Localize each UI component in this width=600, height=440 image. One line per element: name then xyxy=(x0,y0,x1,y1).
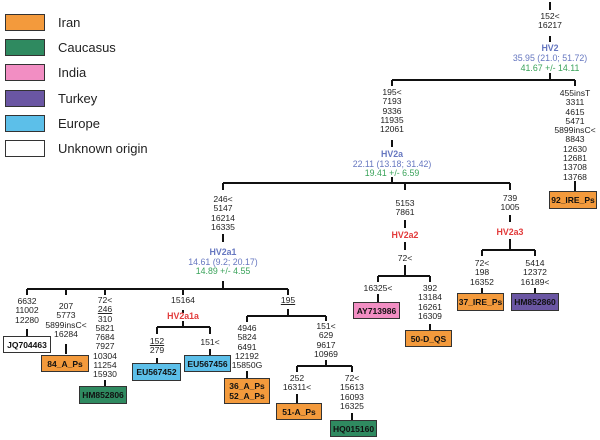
hm860-mutations: 5414 12372 16189< xyxy=(520,258,550,287)
hv2a1-mutations: 246< 5147 16214 16335 xyxy=(211,194,235,232)
legend-item-india: India xyxy=(5,64,86,81)
sample-jq704463: JQ704463 xyxy=(3,336,51,353)
node-hv2a-name: HV2a xyxy=(380,149,404,159)
node-hv2a1a-name: HV2a1a xyxy=(167,311,199,321)
hv2a2-sub-mutations: 72< xyxy=(397,253,413,263)
a51-mutations: 252 16311< xyxy=(282,373,312,393)
sample-50-d-qs: 50-D_QS xyxy=(405,330,452,347)
sub195-mutations: 195 xyxy=(280,295,296,305)
legend-item-turkey: Turkey xyxy=(5,90,97,107)
mutation: 279 xyxy=(149,345,165,356)
node-hv2a-age: 22.11 (13.18; 31.42) xyxy=(352,159,432,169)
d50-mutations: 392 13184 16261 16309 xyxy=(418,283,442,321)
hv2a-mutations: 195< 7193 9336 11935 12061 xyxy=(380,87,404,135)
legend-swatch xyxy=(5,115,45,132)
sample-eu567452: EU567452 xyxy=(132,363,181,381)
legend-label: India xyxy=(58,65,87,80)
node-hv2a1-age: 14.61 (9.2; 20.17) xyxy=(188,257,258,267)
node-hv2a-rho: 19.41 +/- 6.59 xyxy=(364,168,420,178)
sample-eu567456: EU567456 xyxy=(184,355,231,372)
a36-mutations: 4946 5824 6491 12192 15850G xyxy=(231,323,263,371)
node-hv2-age: 35.95 (21.0; 51.72) xyxy=(512,53,588,63)
sample-36-52-a-ps: 36_A_Ps 52_A_Ps xyxy=(224,378,270,404)
legend-swatch xyxy=(5,140,45,157)
mutation: 310 5821 7684 7927 10304 11254 15930 xyxy=(93,313,117,380)
node-hv2a1-name: HV2a1 xyxy=(209,247,237,257)
node-hv2a1-rho: 14.89 +/- 4.55 xyxy=(195,266,251,276)
ire37-mutations: 72< 198 16352 xyxy=(470,258,494,287)
jq-mutations: 6632 11002 12280 xyxy=(15,296,39,325)
mutation-underlined: 246 xyxy=(97,304,113,315)
legend-item-iran: Iran xyxy=(5,14,80,31)
sample-37-ire-ps: 37_IRE_Ps xyxy=(457,293,504,311)
legend-swatch xyxy=(5,39,45,56)
node-hv2a2-name: HV2a2 xyxy=(391,230,419,240)
eu456-mutations: 151< xyxy=(200,337,220,347)
sub151-mutations: 151< 629 9617 10969 xyxy=(314,321,338,359)
sample-hm852806: HM852806 xyxy=(79,386,127,404)
legend-item-unknown: Unknown origin xyxy=(5,140,148,157)
a84-mutations: 207 5773 5899insC< 16284 xyxy=(45,301,87,339)
mutation: 72< xyxy=(97,295,113,305)
hv2a3-mutations: 739 1005 xyxy=(500,193,520,213)
mutation-underlined: 152 xyxy=(149,336,165,346)
sample-84-a-ps: 84_A_Ps xyxy=(41,355,89,372)
sample-ay713986: AY713986 xyxy=(353,302,400,319)
node-hv2-rho: 41.67 +/- 14.11 xyxy=(520,63,580,73)
legend-label: Iran xyxy=(58,15,81,30)
hv2a2-mutations: 5153 7861 xyxy=(395,198,415,218)
hv2a1a-mutations: 15164 xyxy=(171,295,195,305)
hq-mutations: 72< 15613 16093 16325 xyxy=(340,373,364,411)
sample-92-ire-ps: 92_IRE_Ps xyxy=(549,191,597,209)
node-hv2a3-name: HV2a3 xyxy=(496,227,524,237)
ay-mutations: 16325< xyxy=(363,283,393,293)
legend-label: Unknown origin xyxy=(58,141,148,156)
legend-label: Europe xyxy=(58,116,100,131)
node-hv2-name: HV2 xyxy=(541,43,559,53)
legend-label: Turkey xyxy=(58,91,98,106)
legend-swatch xyxy=(5,14,45,31)
sample-51-a-ps: 51-A_Ps xyxy=(276,403,322,420)
sample-hq015160: HQ015160 xyxy=(330,420,377,437)
sample-hm852860: HM852860 xyxy=(511,293,559,311)
legend-label: Caucasus xyxy=(58,40,116,55)
legend-item-caucasus: Caucasus xyxy=(5,39,116,56)
ire92-mutations: 455insT 3311 4615 5471 5899insC< 8843 12… xyxy=(554,88,596,182)
root-mutations: 152< 16217 xyxy=(538,11,562,31)
legend-swatch xyxy=(5,90,45,107)
legend-item-europe: Europe xyxy=(5,115,100,132)
legend-swatch xyxy=(5,64,45,81)
